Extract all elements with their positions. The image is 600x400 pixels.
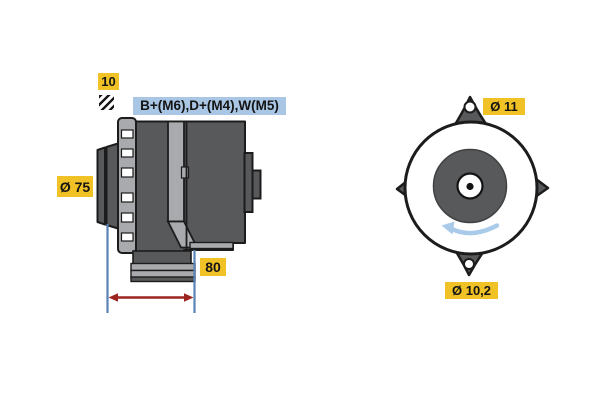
rear-bottom-strip xyxy=(189,241,234,250)
terminal-block xyxy=(243,152,262,213)
belt-hatch-icon xyxy=(99,95,114,110)
belt-width-label: 10 xyxy=(98,73,119,90)
alternator-body xyxy=(135,120,246,253)
bottom-hole-diameter-label: Ø 10,2 xyxy=(445,282,498,299)
mounting-hole-top xyxy=(463,100,477,114)
shaft-center-dot xyxy=(466,182,474,191)
dimension-arrow-80 xyxy=(108,293,194,302)
pulley-flange-right xyxy=(105,142,119,230)
side-view xyxy=(96,117,262,313)
pulley-diameter-label: Ø 75 xyxy=(57,176,93,197)
front-view xyxy=(395,95,550,277)
rotation-arrow-icon xyxy=(441,221,500,236)
body-notch xyxy=(180,166,190,179)
mounting-length-label: 80 xyxy=(200,258,226,276)
pulley xyxy=(96,142,119,230)
terminal-spec-label: B+(M6),D+(M4),W(M5) xyxy=(133,97,286,115)
pulley-flange-left xyxy=(96,146,106,226)
mounting-foot xyxy=(130,250,196,283)
top-hole-diameter-label: Ø 11 xyxy=(483,98,525,115)
fan-ribs xyxy=(117,117,137,254)
mounting-hole-bottom xyxy=(463,258,475,270)
